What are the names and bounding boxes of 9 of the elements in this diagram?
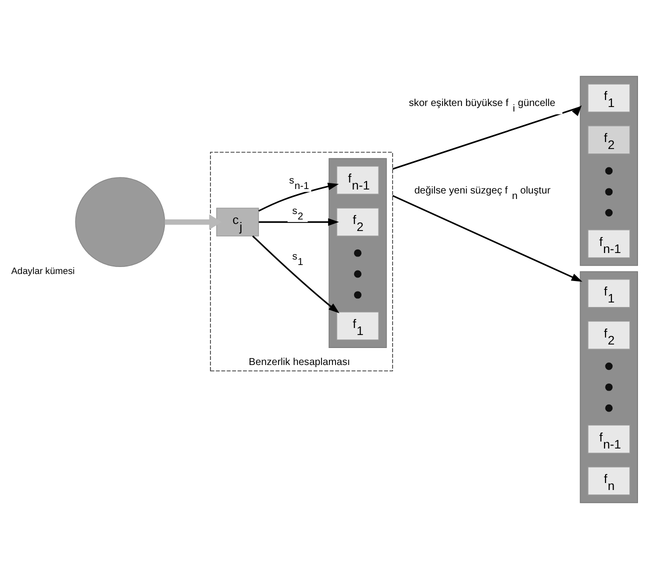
cluster [580,270,638,503]
node-circle [75,176,166,267]
arrow [252,234,340,313]
arrow [392,104,582,170]
arrow [392,194,582,282]
arrow [258,182,339,212]
cluster [580,75,638,266]
node-label: Adaylar kümesi [11,266,75,276]
arrow [258,218,339,226]
